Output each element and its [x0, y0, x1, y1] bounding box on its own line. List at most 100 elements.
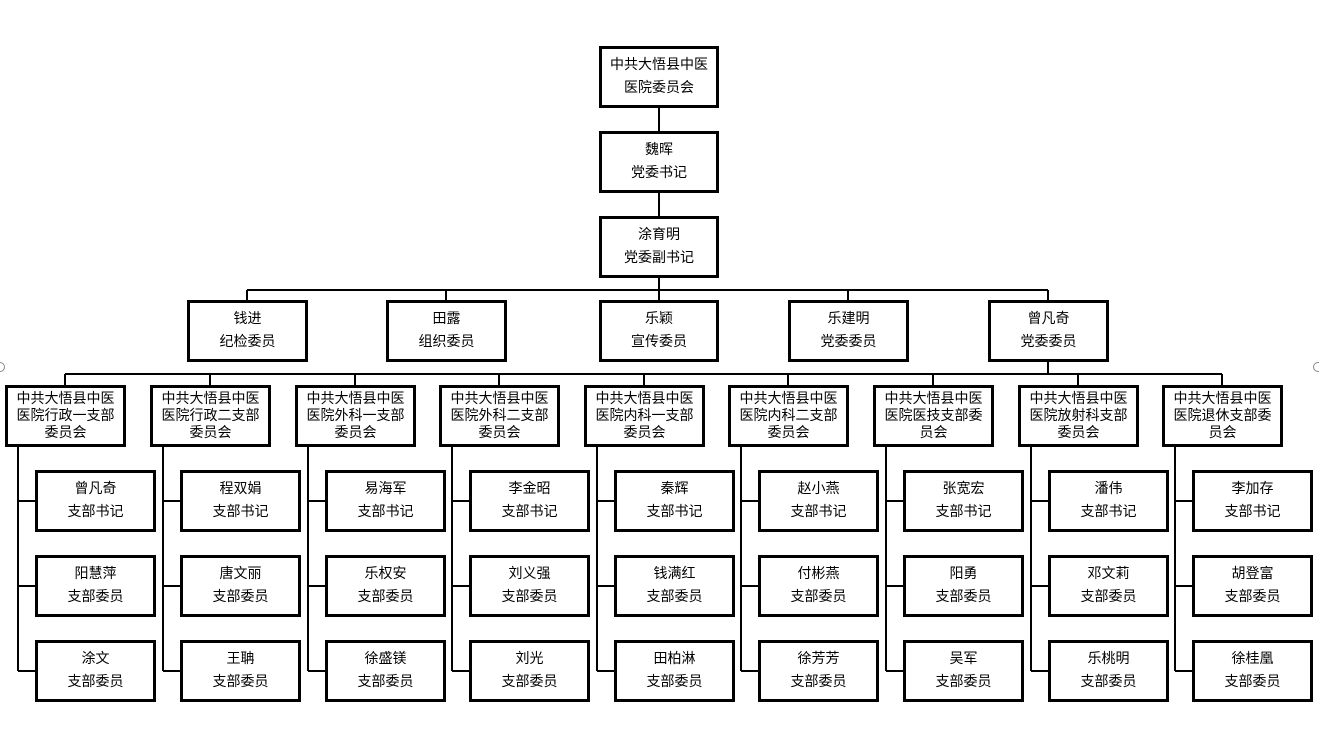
branch-title-line: 医院退休支部委 [1173, 407, 1272, 424]
root-line-1: 中共大悟县中医 [610, 57, 708, 73]
branch-member-box[interactable]: 徐芳芳支部委员 [758, 640, 879, 702]
committee-member-name: 乐建明 [827, 311, 870, 327]
branch-member-box[interactable]: 易海军支部书记 [325, 470, 446, 532]
branch-title-line: 中共大悟县中医 [16, 390, 115, 407]
member-name: 张宽宏 [942, 481, 985, 497]
branch-title-line: 医院内科一支部 [595, 407, 694, 424]
branch-committee-box[interactable]: 中共大悟县中医医院内科二支部委员会 [728, 385, 849, 447]
branch-member-box[interactable]: 涂文支部委员 [35, 640, 156, 702]
member-name: 付彬燕 [797, 566, 840, 582]
branch-member-box[interactable]: 刘义强支部委员 [469, 555, 590, 617]
branch-member-box[interactable]: 程双娟支部书记 [180, 470, 301, 532]
member-name: 涂文 [81, 651, 110, 667]
branch-committee-box[interactable]: 中共大悟县中医医院放射科支部委员会 [1018, 385, 1139, 447]
member-name: 刘光 [515, 651, 544, 667]
branch-member-box[interactable]: 阳勇支部委员 [903, 555, 1024, 617]
branch-title-line: 医院行政一支部 [16, 407, 115, 424]
member-name: 阳慧萍 [74, 566, 117, 582]
branch-member-box[interactable]: 乐桃明支部委员 [1048, 640, 1169, 702]
committee-member-box[interactable]: 曾凡奇 党委委员 [988, 300, 1109, 362]
branch-committee-box[interactable]: 中共大悟县中医医院内科一支部委员会 [584, 385, 705, 447]
right-edge-handle-icon [1313, 362, 1319, 372]
branch-member-box[interactable]: 曾凡奇支部书记 [35, 470, 156, 532]
committee-member-box[interactable]: 乐颖 宣传委员 [599, 300, 719, 362]
branch-member-box[interactable]: 王聃支部委员 [180, 640, 301, 702]
member-title: 支部委员 [212, 589, 269, 605]
branch-committee-box[interactable]: 中共大悟县中医医院外科二支部委员会 [439, 385, 560, 447]
member-name: 曾凡奇 [74, 481, 117, 497]
branch-title-line: 中共大悟县中医 [1029, 390, 1128, 407]
branch-member-box[interactable]: 田柏淋支部委员 [614, 640, 735, 702]
member-title: 支部书记 [212, 504, 269, 520]
committee-member-box[interactable]: 乐建明 党委委员 [788, 300, 909, 362]
branch-title-line: 医院外科一支部 [306, 407, 405, 424]
committee-member-title: 党委委员 [820, 334, 877, 350]
branch-title-line: 委员会 [767, 424, 810, 441]
member-name: 赵小燕 [797, 481, 840, 497]
branch-title-line: 委员会 [1057, 424, 1100, 441]
member-title: 支部委员 [357, 674, 414, 690]
branch-member-box[interactable]: 付彬燕支部委员 [758, 555, 879, 617]
branch-member-box[interactable]: 刘光支部委员 [469, 640, 590, 702]
committee-member-box[interactable]: 钱进 纪检委员 [187, 300, 308, 362]
branch-title-line: 中共大悟县中医 [595, 390, 694, 407]
branch-committee-box[interactable]: 中共大悟县中医医院医技支部委员会 [873, 385, 994, 447]
member-title: 支部委员 [1080, 589, 1137, 605]
branch-member-box[interactable]: 钱满红支部委员 [614, 555, 735, 617]
member-title: 支部委员 [646, 589, 703, 605]
branch-member-box[interactable]: 李加存支部书记 [1192, 470, 1313, 532]
branch-title-line: 中共大悟县中医 [306, 390, 405, 407]
branch-member-box[interactable]: 邓文莉支部委员 [1048, 555, 1169, 617]
branch-member-box[interactable]: 赵小燕支部书记 [758, 470, 879, 532]
member-name: 徐桂凰 [1231, 651, 1274, 667]
branch-title-line: 委员会 [189, 424, 232, 441]
secretary-title: 党委书记 [631, 165, 687, 181]
member-name: 乐权安 [364, 566, 407, 582]
member-title: 支部书记 [1224, 504, 1281, 520]
member-name: 徐芳芳 [797, 651, 840, 667]
branch-committee-box[interactable]: 中共大悟县中医医院行政一支部委员会 [5, 385, 126, 447]
member-title: 支部委员 [212, 674, 269, 690]
branch-member-box[interactable]: 徐盛镁支部委员 [325, 640, 446, 702]
branch-member-box[interactable]: 乐权安支部委员 [325, 555, 446, 617]
branch-committee-box[interactable]: 中共大悟县中医医院外科一支部委员会 [295, 385, 416, 447]
member-name: 胡登富 [1231, 566, 1274, 582]
member-title: 支部委员 [1224, 589, 1281, 605]
root-committee-box[interactable]: 中共大悟县中医 医院委员会 [599, 46, 719, 108]
branch-member-box[interactable]: 潘伟支部书记 [1048, 470, 1169, 532]
branch-member-box[interactable]: 吴军支部委员 [903, 640, 1024, 702]
branch-title-line: 员会 [1208, 424, 1237, 441]
branch-member-box[interactable]: 徐桂凰支部委员 [1192, 640, 1313, 702]
branch-title-line: 委员会 [44, 424, 87, 441]
committee-member-name: 曾凡奇 [1027, 311, 1070, 327]
branch-member-box[interactable]: 李金昭支部书记 [469, 470, 590, 532]
member-name: 李加存 [1231, 481, 1274, 497]
member-title: 支部委员 [790, 674, 847, 690]
member-title: 支部委员 [1080, 674, 1137, 690]
branch-member-box[interactable]: 胡登富支部委员 [1192, 555, 1313, 617]
branch-title-line: 中共大悟县中医 [1173, 390, 1272, 407]
branch-committee-box[interactable]: 中共大悟县中医医院行政二支部委员会 [150, 385, 271, 447]
member-title: 支部委员 [501, 674, 558, 690]
committee-member-box[interactable]: 田露 组织委员 [386, 300, 507, 362]
party-secretary-box[interactable]: 魏晖 党委书记 [599, 131, 719, 193]
committee-member-title: 纪检委员 [219, 334, 276, 350]
branch-title-line: 中共大悟县中医 [739, 390, 838, 407]
branch-member-box[interactable]: 秦辉支部书记 [614, 470, 735, 532]
branch-member-box[interactable]: 阳慧萍支部委员 [35, 555, 156, 617]
member-title: 支部委员 [501, 589, 558, 605]
branch-title-line: 委员会 [623, 424, 666, 441]
branch-member-box[interactable]: 唐文丽支部委员 [180, 555, 301, 617]
deputy-secretary-box[interactable]: 涂育明 党委副书记 [599, 216, 719, 278]
committee-member-name: 钱进 [233, 311, 262, 327]
branch-title-line: 中共大悟县中医 [450, 390, 549, 407]
member-name: 阳勇 [949, 566, 978, 582]
member-name: 田柏淋 [653, 651, 696, 667]
branch-member-box[interactable]: 张宽宏支部书记 [903, 470, 1024, 532]
member-title: 支部书记 [501, 504, 558, 520]
member-title: 支部书记 [935, 504, 992, 520]
member-title: 支部书记 [357, 504, 414, 520]
member-name: 唐文丽 [219, 566, 262, 582]
branch-committee-box[interactable]: 中共大悟县中医医院退休支部委员会 [1162, 385, 1283, 447]
